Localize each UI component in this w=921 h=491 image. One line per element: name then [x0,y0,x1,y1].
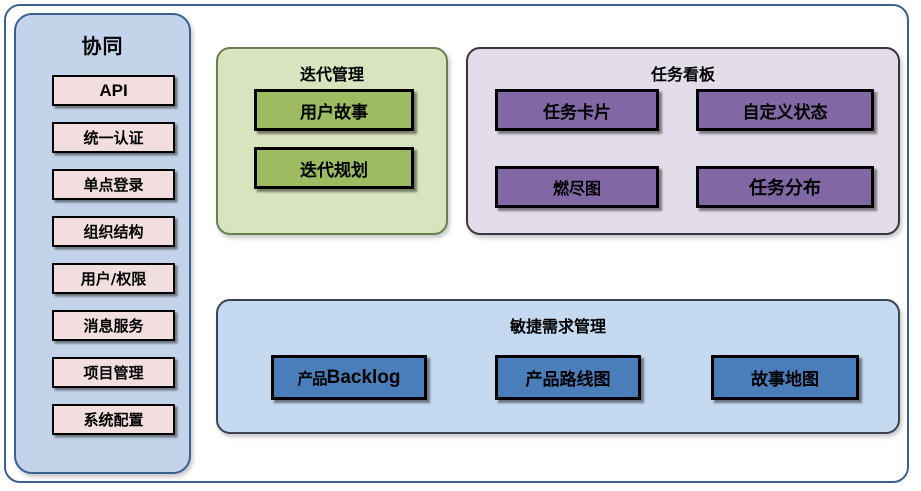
box-custom-status[interactable]: 自定义状态 [696,89,874,131]
box-label: 任务分布 [749,178,821,199]
sidebar-item-message-service[interactable]: 消息服务 [52,310,175,341]
box-task-distribution[interactable]: 任务分布 [696,166,874,208]
box-label: 自定义状态 [742,102,828,123]
sidebar-item-label: 组织结构 [83,223,144,241]
box-label: 故事地图 [751,370,819,390]
sidebar-item-label: 用户/权限 [80,270,147,288]
panel-title-agile-requirement-management: 敏捷需求管理 [509,319,606,336]
box-iteration-planning[interactable]: 迭代规划 [254,147,414,189]
sidebar-panel-collaboration[interactable]: 协同 API 统一认证 单点登录 组织结构 用户/权限 消息服务 项目管理 系统… [14,13,191,474]
sidebar-item-label: 项目管理 [83,364,144,382]
sidebar-title: 协同 [81,36,124,58]
sidebar-item-label: 系统配置 [83,411,144,429]
box-burndown-chart[interactable]: 燃尽图 [495,166,659,208]
box-label: 任务卡片 [543,102,611,123]
sidebar-item-api[interactable]: API [52,75,175,106]
sidebar-item-org-structure[interactable]: 组织结构 [52,216,175,247]
box-label: 迭代规划 [300,160,368,181]
sidebar-item-project-management[interactable]: 项目管理 [52,357,175,388]
box-label: 燃尽图 [552,179,601,198]
sidebar-item-unified-auth[interactable]: 统一认证 [52,122,175,153]
sidebar-item-label: 消息服务 [83,317,144,335]
panel-task-board[interactable]: 任务看板 任务卡片 自定义状态 燃尽图 任务分布 [466,47,900,235]
panel-title-iteration-management: 迭代管理 [299,67,364,84]
box-label-latin: Backlog [326,366,401,388]
box-product-roadmap[interactable]: 产品路线图 [495,355,641,400]
box-user-story[interactable]: 用户故事 [254,89,414,131]
box-label-cjk: 产品 [297,368,327,388]
sidebar-item-user-permission[interactable]: 用户/权限 [52,263,175,294]
panel-iteration-management[interactable]: 迭代管理 用户故事 迭代规划 [216,47,448,235]
box-story-map[interactable]: 故事地图 [711,355,859,400]
sidebar-item-label: 单点登录 [83,176,144,194]
box-label: 用户故事 [300,102,368,123]
box-task-card[interactable]: 任务卡片 [495,89,659,131]
sidebar-item-single-sign-on[interactable]: 单点登录 [52,169,175,200]
panel-title-task-board: 任务看板 [650,67,715,84]
box-label: 产品路线图 [525,370,611,390]
sidebar-item-system-config[interactable]: 系统配置 [52,404,175,435]
sidebar-item-label: API [99,80,128,100]
sidebar-item-label: 统一认证 [83,129,144,147]
